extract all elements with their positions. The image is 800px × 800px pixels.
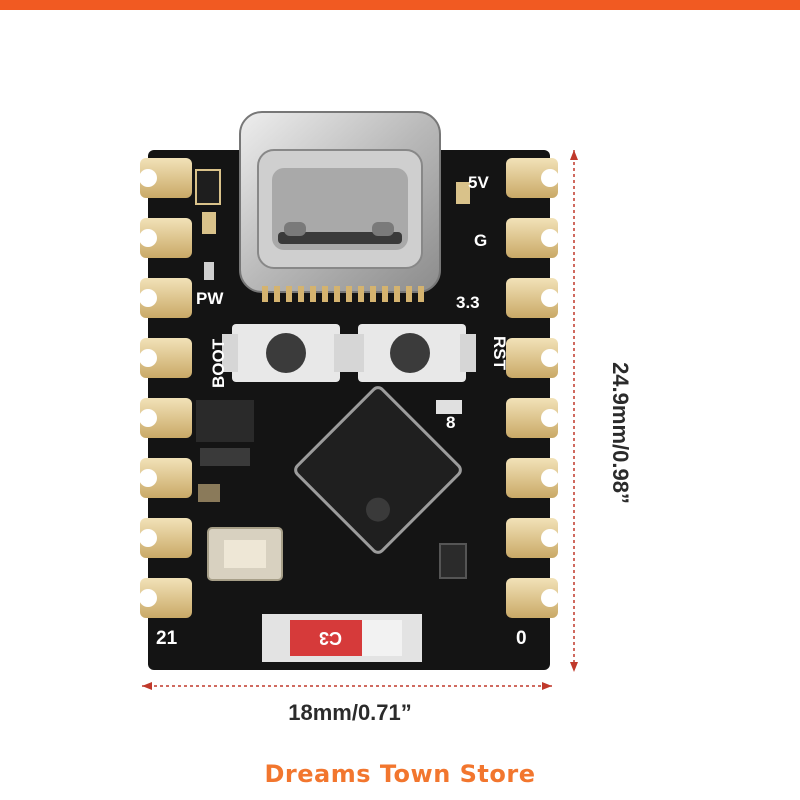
label-33: 3.3 xyxy=(456,293,480,312)
label-boot: BOOT xyxy=(209,338,228,388)
width-dimension-label: 18mm/0.71” xyxy=(288,700,412,725)
label-rst: RST xyxy=(490,336,509,371)
esp32-chip xyxy=(294,386,462,554)
top-accent-bar xyxy=(0,0,800,10)
crystal-oscillator xyxy=(207,527,283,581)
reset-button-graphic xyxy=(348,324,476,382)
label-g: G xyxy=(474,231,487,250)
store-name: Dreams Town Store xyxy=(264,760,536,788)
label-antenna-c3: C3 xyxy=(319,628,342,648)
usb-c-connector xyxy=(239,111,441,302)
label-pw: PW xyxy=(196,289,224,308)
ceramic-antenna xyxy=(262,614,422,662)
label-5v: 5V xyxy=(468,173,489,192)
width-dimension-line xyxy=(142,682,552,690)
label-pin-0: 0 xyxy=(516,628,527,649)
boot-button-graphic xyxy=(222,324,350,382)
height-dimension-line xyxy=(570,150,578,672)
height-dimension-label: 24.9mm/0.98” xyxy=(608,362,633,504)
smd-components xyxy=(195,169,470,579)
label-pin-8: 8 xyxy=(446,413,455,432)
label-pin-21: 21 xyxy=(156,628,178,649)
